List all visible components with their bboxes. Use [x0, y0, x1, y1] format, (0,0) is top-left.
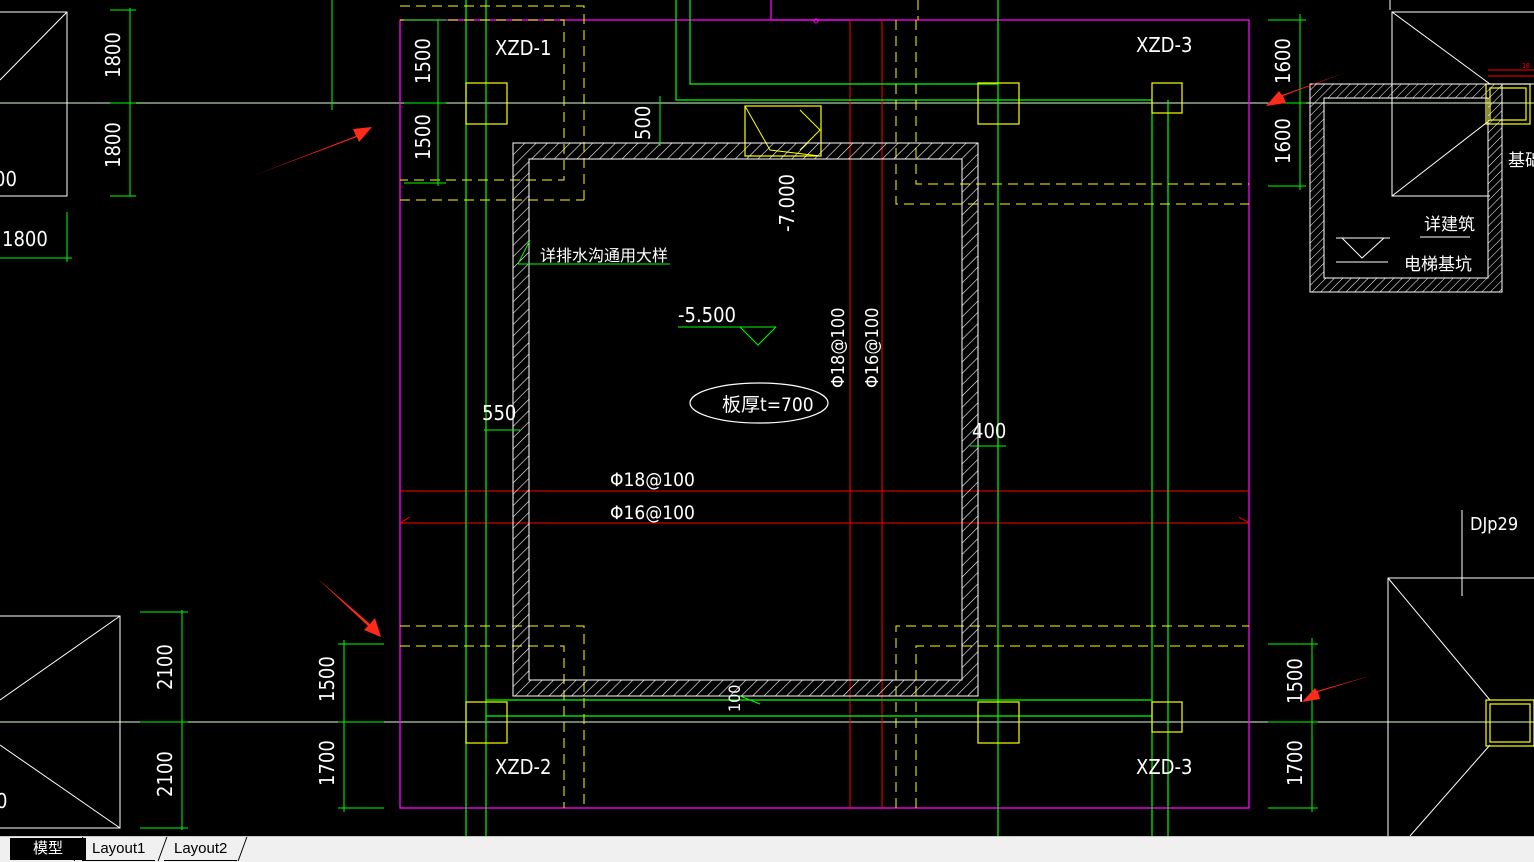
- dim-inner-bottom-a: 1500: [315, 656, 339, 702]
- pit-walls: [512, 142, 979, 697]
- dim-horizontal-left: 1800: [2, 227, 48, 251]
- pit-outline: [399, 0, 1250, 809]
- arrow-icon: [1266, 73, 1344, 106]
- tab-layout1[interactable]: Layout1: [82, 838, 156, 861]
- wall-dim-bottom: 100: [725, 685, 744, 712]
- right-foundations: [1387, 0, 1534, 836]
- dim-left-top-a: 1800: [101, 32, 125, 78]
- layout-tab-bar: 模型 Layout1 Layout2: [0, 836, 1534, 862]
- wall-dim-right: 400: [972, 419, 1006, 443]
- tab-model[interactable]: 模型: [10, 838, 86, 860]
- dim-right-top-a: 1600: [1271, 38, 1295, 84]
- dim-inner-top-a: 1500: [411, 38, 435, 84]
- slab-callout-ellipse: [689, 382, 829, 424]
- columns: [465, 82, 1183, 744]
- dashed-beams: [400, 0, 1249, 808]
- dim-left-top-b: 1800: [101, 122, 125, 168]
- detail-note-1: 详建筑: [1424, 215, 1475, 235]
- arrow-icon: [255, 127, 372, 175]
- left-foundations: [0, 11, 121, 829]
- arrow-icon: [317, 578, 381, 637]
- rebar-horizontal-2: Φ16@100: [610, 502, 695, 524]
- elevator-pit-detail: [1309, 83, 1534, 293]
- elevation-pit-top: -7.000: [775, 174, 799, 232]
- column-label-xzd3-bottom: XZD-3: [1136, 755, 1192, 779]
- annotation-arrows: [255, 73, 1373, 702]
- edge-label: 基础: [1508, 151, 1534, 171]
- arrow-icon: [1302, 675, 1373, 702]
- tab-layout2[interactable]: Layout2: [164, 838, 238, 861]
- dim-inner-bottom-b: 1700: [315, 740, 339, 786]
- dim-right-bottom-a: 1500: [1283, 658, 1307, 704]
- column-label-xzd3-top: XZD-3: [1136, 33, 1192, 57]
- grid-point: [813, 18, 819, 24]
- tab-separator: [237, 837, 248, 861]
- elevation-slab: -5.500: [678, 303, 736, 327]
- slab-thickness: 板厚t=700: [722, 394, 814, 416]
- dim-left-bottom-b: 2100: [153, 751, 177, 797]
- dim-cut-bottom: 0: [0, 789, 7, 813]
- dim-left-bottom-a: 2100: [153, 644, 177, 690]
- elevation-symbols: [517, 239, 777, 346]
- dim-right-top-b: 1600: [1271, 118, 1295, 164]
- column-label-xzd2: XZD-2: [495, 755, 551, 779]
- mini-dims: [1488, 69, 1534, 77]
- drain-note: 详排水沟通用大样: [540, 246, 668, 265]
- detail-note-2: 电梯基坑: [1404, 255, 1472, 275]
- cad-drawing-canvas[interactable]: XZD-1 XZD-3 XZD-2 XZD-3 -5.500 板厚t=700 Φ…: [0, 0, 1534, 836]
- rebar-vertical-2: Φ16@100: [862, 308, 883, 388]
- dim-cut-top: 00: [0, 167, 17, 191]
- dim-inner-top-b: 1500: [411, 114, 435, 160]
- wall-dim-left: 550: [482, 401, 516, 425]
- foundation-label: DJp29: [1470, 514, 1518, 535]
- dim-right-bottom-b: 1700: [1283, 740, 1307, 786]
- beam-lines: [465, 0, 1169, 836]
- column-label-xzd1: XZD-1: [495, 36, 551, 60]
- rebar-vertical-1: Φ18@100: [828, 308, 849, 388]
- mini-dim-label: 18: [1522, 62, 1530, 70]
- dim-500: 500: [631, 106, 655, 140]
- dimension-lines: [0, 0, 1318, 830]
- rebar-horizontal-1: Φ18@100: [610, 469, 695, 491]
